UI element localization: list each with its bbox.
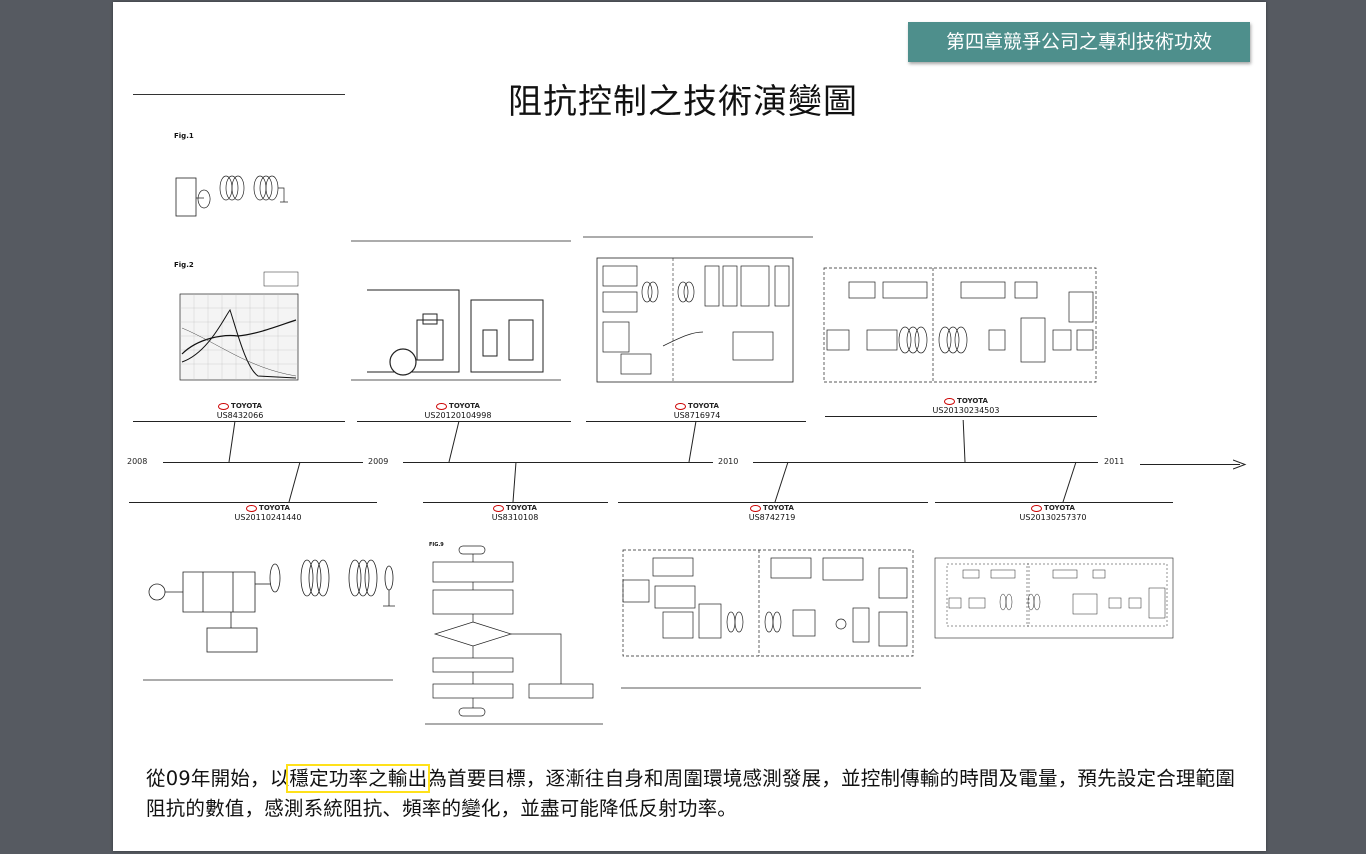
year-label: 2009 xyxy=(368,457,389,466)
section-rule xyxy=(133,421,345,422)
figure-charging-ecu-diagram xyxy=(621,542,921,692)
patent-label: TOYOTA US20130257370 xyxy=(1003,504,1103,522)
patent-number: US8310108 xyxy=(491,513,539,522)
figure-fig9-flowchart: FIG.9 xyxy=(425,538,605,726)
figure-vehicle-charging xyxy=(351,240,571,385)
section-rule xyxy=(357,421,571,422)
patent-label: TOYOTA US20110241440 xyxy=(218,504,318,522)
slide-title: 阻抗控制之技術演變圖 xyxy=(508,82,858,122)
highlighted-phrase: 穩定功率之輸出 xyxy=(286,764,431,793)
title-rule xyxy=(133,94,345,95)
toyota-logo: TOYOTA xyxy=(408,402,508,411)
timeline-segment xyxy=(163,462,363,463)
fig2-label: Fig.2 xyxy=(174,261,194,269)
figure-ecu-system-diagram xyxy=(821,258,1101,388)
slide-page: 第四章競爭公司之專利技術功效 阻抗控制之技術演變圖 Fig.1 Fig.2 xyxy=(113,2,1266,851)
patent-label: TOYOTA US8742719 xyxy=(722,504,822,522)
patent-number: US20130234503 xyxy=(932,406,1000,415)
year-label: 2011 xyxy=(1104,457,1125,466)
patent-label: TOYOTA US20130234503 xyxy=(916,397,1016,415)
toyota-logo: TOYOTA xyxy=(647,402,747,411)
patent-label: TOYOTA US8716974 xyxy=(647,402,747,420)
patent-number: US8716974 xyxy=(673,411,721,420)
patent-number: US8742719 xyxy=(748,513,796,522)
timeline-segment xyxy=(753,462,1098,463)
fig9-label: FIG.9 xyxy=(429,542,444,548)
section-rule xyxy=(618,502,928,503)
patent-number: US20110241440 xyxy=(234,513,302,522)
toyota-logo: TOYOTA xyxy=(916,397,1016,406)
patent-number: US20130257370 xyxy=(1019,513,1087,522)
fig1-label: Fig.1 xyxy=(174,132,194,140)
section-rule xyxy=(935,502,1173,503)
figure-transmission-block-diagram xyxy=(583,236,813,386)
caption-rest: 為首要目標，逐漸往自身和周圍環境感測發展，並控制傳輸的時間及電量，預先設定合理範… xyxy=(146,767,1236,820)
year-label: 2010 xyxy=(718,457,739,466)
toyota-logo: TOYOTA xyxy=(218,504,318,513)
timeline-segment xyxy=(403,462,713,463)
chapter-tag: 第四章競爭公司之專利技術功效 xyxy=(908,22,1250,62)
section-rule xyxy=(129,502,377,503)
fig2-impedance-graph: Fig.2 xyxy=(168,258,308,408)
figure-resonant-coil-circuit xyxy=(143,532,423,687)
timeline-connectors xyxy=(228,420,1077,503)
summary-text: 從09年開始，以穩定功率之輸出為首要目標，逐漸往自身和周圍環境感測發展，並控制傳… xyxy=(146,764,1236,824)
fig1-coil-diagram: Fig.1 xyxy=(168,130,308,225)
toyota-logo: TOYOTA xyxy=(1003,504,1103,513)
year-label: 2008 xyxy=(127,457,148,466)
toyota-logo: TOYOTA xyxy=(190,402,290,411)
figure-small-system-diagram xyxy=(933,554,1175,644)
section-rule xyxy=(423,502,608,503)
patent-number: US20120104998 xyxy=(424,411,492,420)
patent-label: TOYOTA US20120104998 xyxy=(408,402,508,420)
toyota-logo: TOYOTA xyxy=(722,504,822,513)
toyota-logo: TOYOTA xyxy=(465,504,565,513)
patent-label: TOYOTA US8432066 xyxy=(190,402,290,420)
arrow-head-icon xyxy=(1233,459,1247,470)
timeline-arrow xyxy=(1140,464,1240,465)
section-rule xyxy=(825,416,1097,417)
caption-lead: 從09年開始，以 xyxy=(146,767,290,790)
patent-label: TOYOTA US8310108 xyxy=(465,504,565,522)
patent-number: US8432066 xyxy=(216,411,264,420)
